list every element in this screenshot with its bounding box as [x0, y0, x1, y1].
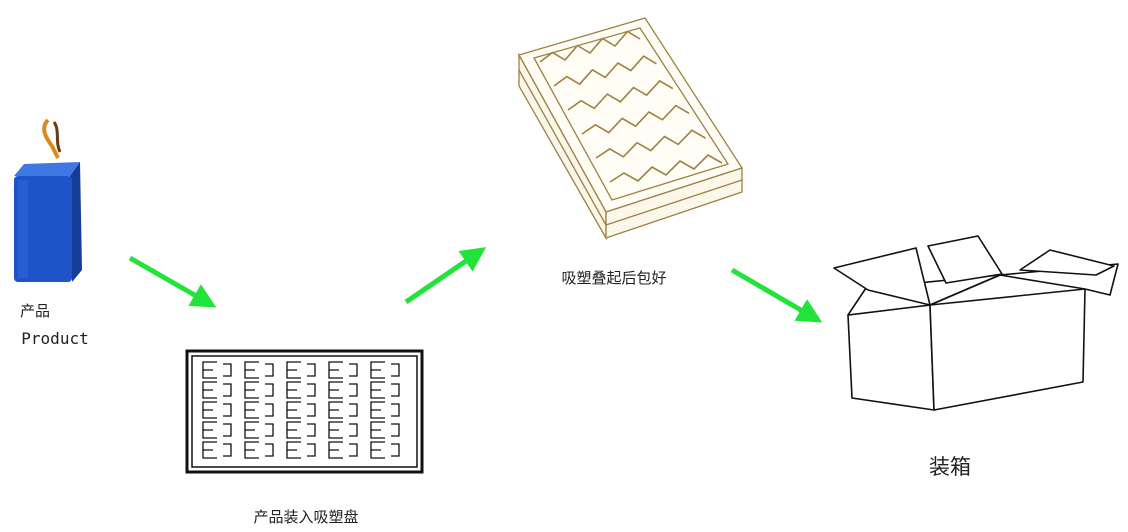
tray-cavity — [370, 441, 400, 459]
tray-loading-label: 产品装入吸塑盘 — [253, 508, 358, 526]
tray-cavity — [286, 401, 316, 419]
tray-cavity — [328, 401, 358, 419]
arrow-stack-to-box — [730, 267, 823, 323]
product-battery-image — [14, 118, 82, 282]
tray-cavity — [370, 401, 400, 419]
tray-cavity — [202, 441, 232, 459]
arrow-tray-to-stack — [404, 247, 487, 305]
product-label-cn: 产品 — [20, 302, 50, 320]
tray-cavity — [328, 421, 358, 439]
arrow-product-to-tray — [128, 255, 217, 308]
tray-cavity — [286, 421, 316, 439]
boxing-label: 装箱 — [929, 455, 971, 479]
tray-cavity — [202, 361, 232, 379]
stacked-tray-cavity-row — [553, 55, 657, 87]
tray-cavity — [202, 381, 232, 399]
tray-cavity — [328, 441, 358, 459]
stacked-tray-cavity-row — [539, 30, 641, 63]
tray-cavity — [286, 441, 316, 459]
tray-cavity — [244, 401, 274, 419]
tray-cavity — [244, 441, 274, 459]
stacked-tray-cavity-row — [581, 104, 690, 135]
tray-cavity — [328, 361, 358, 379]
tray-cavity — [244, 421, 274, 439]
stacked-tray-cavity-row — [609, 154, 723, 183]
stacked-tray-cavity-row — [567, 79, 674, 111]
tray-cavity — [370, 381, 400, 399]
tray-cavity — [328, 381, 358, 399]
tray-cavity — [370, 421, 400, 439]
tray-cavity — [286, 361, 316, 379]
tray-cavity — [244, 361, 274, 379]
stacked-tray-cavity-row — [595, 129, 706, 159]
tray-cavity — [286, 381, 316, 399]
stacked-trays-image — [518, 17, 744, 241]
blister-tray-image — [185, 349, 424, 474]
tray-cavity — [202, 401, 232, 419]
tray-stacking-label: 吸塑叠起后包好 — [561, 269, 666, 287]
product-label-en: Product — [21, 329, 88, 348]
tray-cavity — [202, 421, 232, 439]
tray-cavity — [370, 361, 400, 379]
open-carton-image — [833, 235, 1119, 411]
tray-cavity — [244, 381, 274, 399]
